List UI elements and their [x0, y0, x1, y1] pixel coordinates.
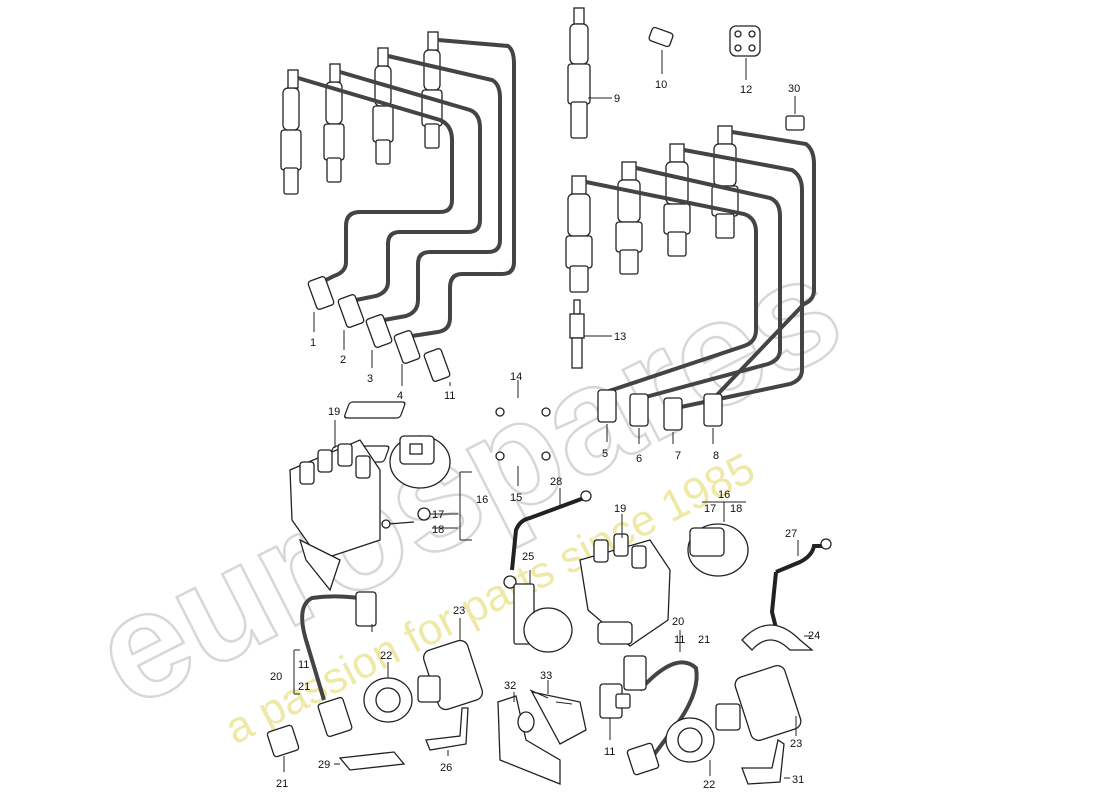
ignition-cable — [297, 38, 516, 338]
callout-label: 1 — [310, 337, 316, 349]
callout-label: 20 — [672, 616, 684, 628]
mounting-plate[interactable] — [425, 707, 469, 756]
distributor-cap[interactable] — [289, 420, 381, 592]
coil-mount[interactable] — [665, 717, 715, 776]
callout-label: 25 — [522, 551, 534, 563]
ground-strap[interactable] — [503, 488, 592, 589]
callout-label: 21 — [698, 634, 710, 646]
ignition-leads-set-left[interactable] — [280, 31, 516, 386]
callout-label: 24 — [808, 630, 820, 642]
callout-label: 3 — [367, 373, 373, 385]
cable-clip[interactable] — [785, 96, 805, 131]
coil-holder-clamp[interactable] — [513, 570, 573, 653]
callout-label: 10 — [655, 79, 667, 91]
callout-label: 8 — [713, 450, 719, 462]
callout-label: 11 — [298, 659, 309, 671]
angled-boot — [423, 348, 451, 382]
callout-label: 32 — [504, 680, 516, 692]
callout-label: 30 — [788, 83, 800, 95]
callout-label: 11 — [674, 634, 685, 646]
callout-label: 23 — [790, 738, 802, 750]
callout-label: 15 — [510, 492, 522, 504]
callout-label: 22 — [703, 779, 715, 791]
callout-label: 2 — [340, 354, 346, 366]
rotor-assembly[interactable] — [687, 501, 749, 577]
callout-label: 13 — [614, 331, 626, 343]
rotor-assembly[interactable] — [389, 435, 451, 489]
angled-boot — [337, 294, 365, 328]
callout-label: 14 — [510, 371, 522, 383]
spark-plug-boot — [280, 69, 302, 195]
callout-label: 18 — [432, 524, 444, 536]
callout-label: 26 — [440, 762, 452, 774]
boot-connector[interactable] — [648, 26, 674, 74]
spark-plug-boot — [421, 31, 443, 149]
callout-label: 12 — [740, 84, 752, 96]
coil-mount[interactable] — [363, 662, 413, 723]
callout-label: 6 — [636, 453, 642, 465]
callout-label: 21 — [298, 681, 310, 693]
callout-label: 9 — [614, 93, 620, 105]
mounting-plate[interactable] — [334, 751, 406, 771]
callout-label: 4 — [397, 390, 403, 402]
single-lead-boot[interactable] — [567, 7, 612, 139]
mounting-plate[interactable] — [741, 738, 790, 785]
leader-lines — [313, 312, 451, 386]
strap-clamp[interactable] — [741, 624, 814, 651]
coil-lead[interactable] — [293, 591, 377, 738]
screw-washer[interactable] — [381, 471, 472, 541]
callout-label: 18 — [730, 503, 742, 515]
callout-label: 20 — [270, 671, 282, 683]
spark-plug[interactable] — [569, 299, 612, 369]
mounting-bracket[interactable] — [497, 689, 587, 785]
callout-label: 31 — [792, 774, 804, 786]
ignition-leads-set-right[interactable] — [565, 125, 816, 444]
ignition-coil[interactable] — [417, 618, 484, 712]
callout-label: 17 — [432, 509, 444, 521]
angled-boot[interactable] — [599, 683, 631, 740]
callout-label: 21 — [276, 778, 288, 790]
ignition-coil[interactable] — [715, 664, 803, 743]
callout-label: 33 — [540, 670, 552, 682]
callout-label: 11 — [604, 746, 615, 758]
callout-label: 7 — [675, 450, 681, 462]
callout-label: 22 — [380, 650, 392, 662]
angled-boot — [365, 314, 393, 348]
callout-labels: 1 2 3 4 11 9 10 12 30 13 14 15 5 6 7 8 1… — [270, 79, 820, 791]
distributor-cap[interactable] — [579, 514, 671, 647]
callout-label: 19 — [328, 406, 340, 418]
distributor-cap-plug[interactable] — [729, 25, 761, 80]
bracket-fastener — [513, 680, 549, 702]
coil-lead[interactable] — [623, 630, 699, 776]
ground-strap[interactable] — [769, 538, 832, 629]
callout-label: 11 — [444, 390, 455, 402]
callout-label: 23 — [453, 605, 465, 617]
angled-boot — [393, 330, 421, 364]
spark-plug-boot — [323, 63, 345, 183]
callout-label: 17 — [704, 503, 716, 515]
angled-boot[interactable] — [266, 724, 300, 772]
callout-label: 16 — [718, 489, 730, 501]
callout-label: 5 — [602, 448, 608, 460]
callout-label: 19 — [614, 503, 626, 515]
callout-label: 29 — [318, 759, 330, 771]
callout-label: 28 — [550, 476, 562, 488]
callout-label: 16 — [476, 494, 488, 506]
lead-holder-bracket[interactable] — [344, 380, 551, 419]
angled-boot — [307, 276, 335, 310]
callout-label: 27 — [785, 528, 797, 540]
